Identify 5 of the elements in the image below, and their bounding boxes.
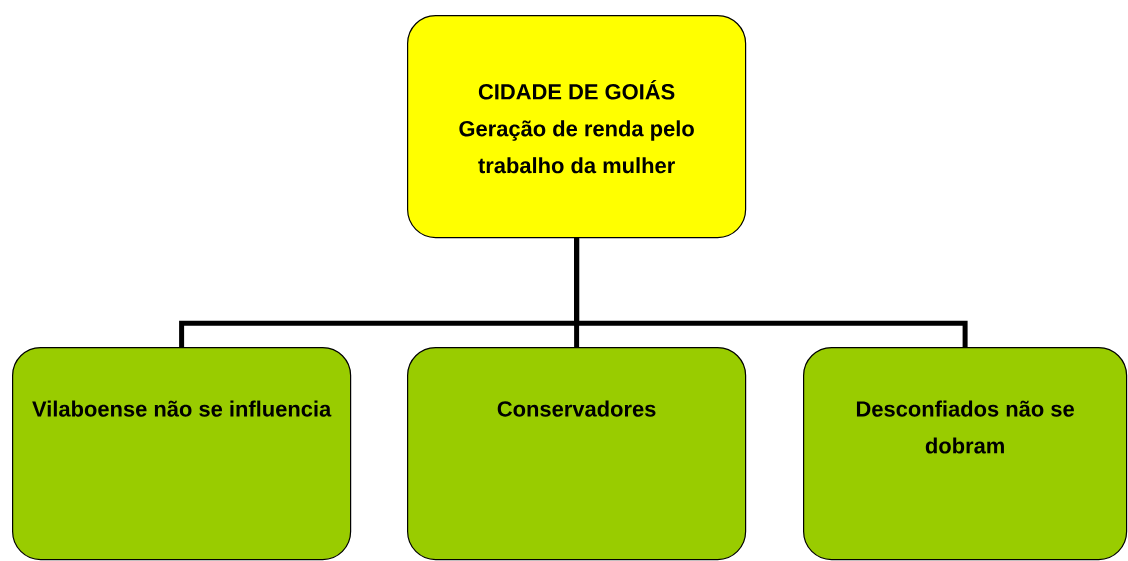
connector-line — [574, 238, 968, 347]
title-box: CIDADE DE GOIÁS Geração de renda pelo trabalho da mulher — [407, 15, 747, 239]
category-box: Desconfiados não se dobram — [803, 347, 1128, 561]
category-box: Conservadores — [407, 347, 747, 561]
category-box: Vilaboense não se influencia — [12, 347, 352, 561]
